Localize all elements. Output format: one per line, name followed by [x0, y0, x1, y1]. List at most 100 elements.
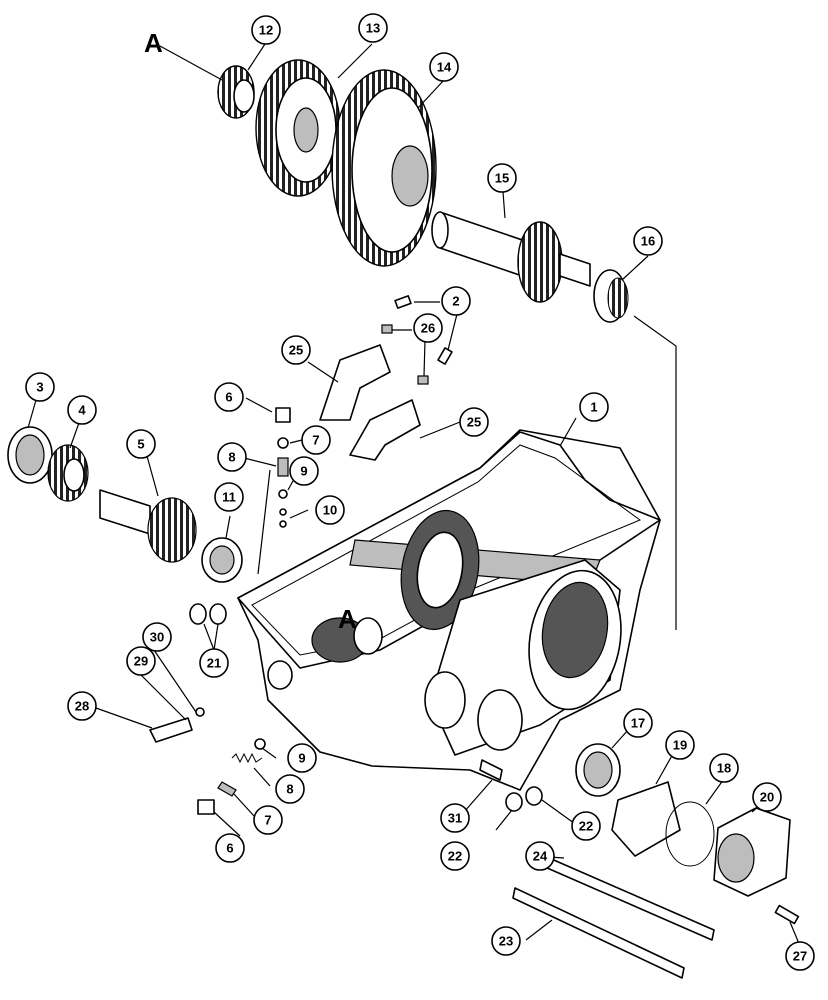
callout-number: 16: [641, 234, 655, 249]
callout-bubble: 17: [623, 708, 653, 738]
callout-number: 4: [78, 403, 86, 418]
callout-number: 7: [264, 813, 271, 828]
callout-circle: [126, 646, 156, 676]
callout-circle: [281, 335, 311, 365]
callout-circle: [709, 753, 739, 783]
callout-circle: [459, 407, 489, 437]
callout-number: 28: [75, 699, 89, 714]
bearing-16: [593, 269, 629, 323]
callout-circle: [287, 743, 317, 773]
callout-number: 18: [717, 761, 731, 776]
callout-bubble: 29: [126, 646, 156, 676]
callout-bubble: 25: [459, 407, 489, 437]
callout-circle: [623, 708, 653, 738]
callout-number: 11: [222, 490, 236, 505]
callout-number: 22: [579, 819, 593, 834]
callout-number: 25: [467, 415, 481, 430]
bearing-cup-11: [201, 537, 243, 583]
callout-bubble: 9: [289, 456, 319, 486]
shift-rails: [479, 759, 715, 979]
callout-number: 9: [298, 751, 305, 766]
callout-bubble: 9: [287, 743, 317, 773]
callout-number: 6: [225, 390, 232, 405]
callout-circle: [275, 774, 305, 804]
callout-bubble: 27: [785, 941, 815, 971]
callout-circle: [142, 622, 172, 652]
callout-number: 1: [590, 400, 597, 415]
callout-circle: [491, 926, 521, 956]
callout-number: 5: [137, 437, 144, 452]
callout-bubble: 13: [358, 13, 388, 43]
callout-circle: [199, 648, 229, 678]
callout-circle: [67, 691, 97, 721]
detent-parts-top: [275, 407, 291, 528]
callout-circle: [487, 163, 517, 193]
callout-number: 3: [36, 380, 43, 395]
callout-bubble: 11: [214, 482, 244, 512]
set-screws-26: [381, 324, 429, 385]
callout-number: 13: [366, 21, 380, 36]
callout-circle: [126, 429, 156, 459]
callout-bubble: 6: [214, 382, 244, 412]
callout-circle: [215, 833, 245, 863]
callout-number: 29: [134, 654, 148, 669]
callout-number: 8: [286, 782, 293, 797]
callout-number: 19: [673, 738, 687, 753]
callout-circle: [429, 52, 459, 82]
callout-bubble: 23: [491, 926, 521, 956]
callout-number: 24: [533, 849, 548, 864]
gasket-19: [611, 781, 681, 857]
shift-forks-25: [319, 344, 421, 461]
callout-bubble: 6: [215, 833, 245, 863]
callout-bubble: 26: [413, 313, 443, 343]
callout-bubble: 2: [441, 286, 471, 316]
callout-number: 30: [150, 630, 164, 645]
callout-bubble: 28: [67, 691, 97, 721]
callout-circle: [579, 392, 609, 422]
callout-bubble: 3: [25, 372, 55, 402]
callout-number: 14: [437, 60, 452, 75]
rings-22: [505, 786, 543, 812]
callout-circle: [253, 805, 283, 835]
callout-circle: [251, 15, 281, 45]
callout-number: 2: [452, 294, 459, 309]
callout-bubble: 5: [126, 429, 156, 459]
o-ring-18: [665, 801, 715, 867]
transmission-housing: [237, 429, 661, 791]
callout-bubble: 19: [665, 730, 695, 760]
callout-circle: [301, 425, 331, 455]
callout-circle: [440, 841, 470, 871]
splined-gear-shaft-15: [431, 211, 591, 303]
callout-number: 27: [793, 949, 807, 964]
callout-number: 9: [300, 464, 307, 479]
callout-number: 6: [226, 841, 233, 856]
callout-number: 22: [448, 849, 462, 864]
spur-gear-13: [255, 59, 341, 197]
bearing-cone-4: [47, 444, 89, 502]
callout-number: 26: [421, 321, 435, 336]
callout-circle: [214, 382, 244, 412]
callout-number: 23: [499, 934, 513, 949]
bearing-cup-3: [7, 426, 53, 484]
callout-bubble: 21: [199, 648, 229, 678]
callout-circle: [25, 372, 55, 402]
callout-bubble: 8: [217, 442, 247, 472]
callout-bubble: 22: [440, 841, 470, 871]
callout-bubble: 14: [429, 52, 459, 82]
bearing-cup-17: [575, 743, 621, 797]
callout-bubble: 16: [633, 226, 663, 256]
callout-bubble: 24: [525, 841, 555, 871]
cover-20: [713, 807, 791, 897]
callout-bubble: 4: [67, 395, 97, 425]
callout-circle: [413, 313, 443, 343]
callout-circle: [217, 442, 247, 472]
callout-circle: [315, 495, 345, 525]
callout-number: 12: [259, 23, 273, 38]
input-shaft-5: [99, 489, 197, 563]
callout-number: 7: [312, 433, 319, 448]
callout-number: 17: [631, 716, 645, 731]
callout-number: 8: [228, 450, 235, 465]
plugs-21: [189, 603, 227, 625]
callout-circle: [440, 803, 470, 833]
